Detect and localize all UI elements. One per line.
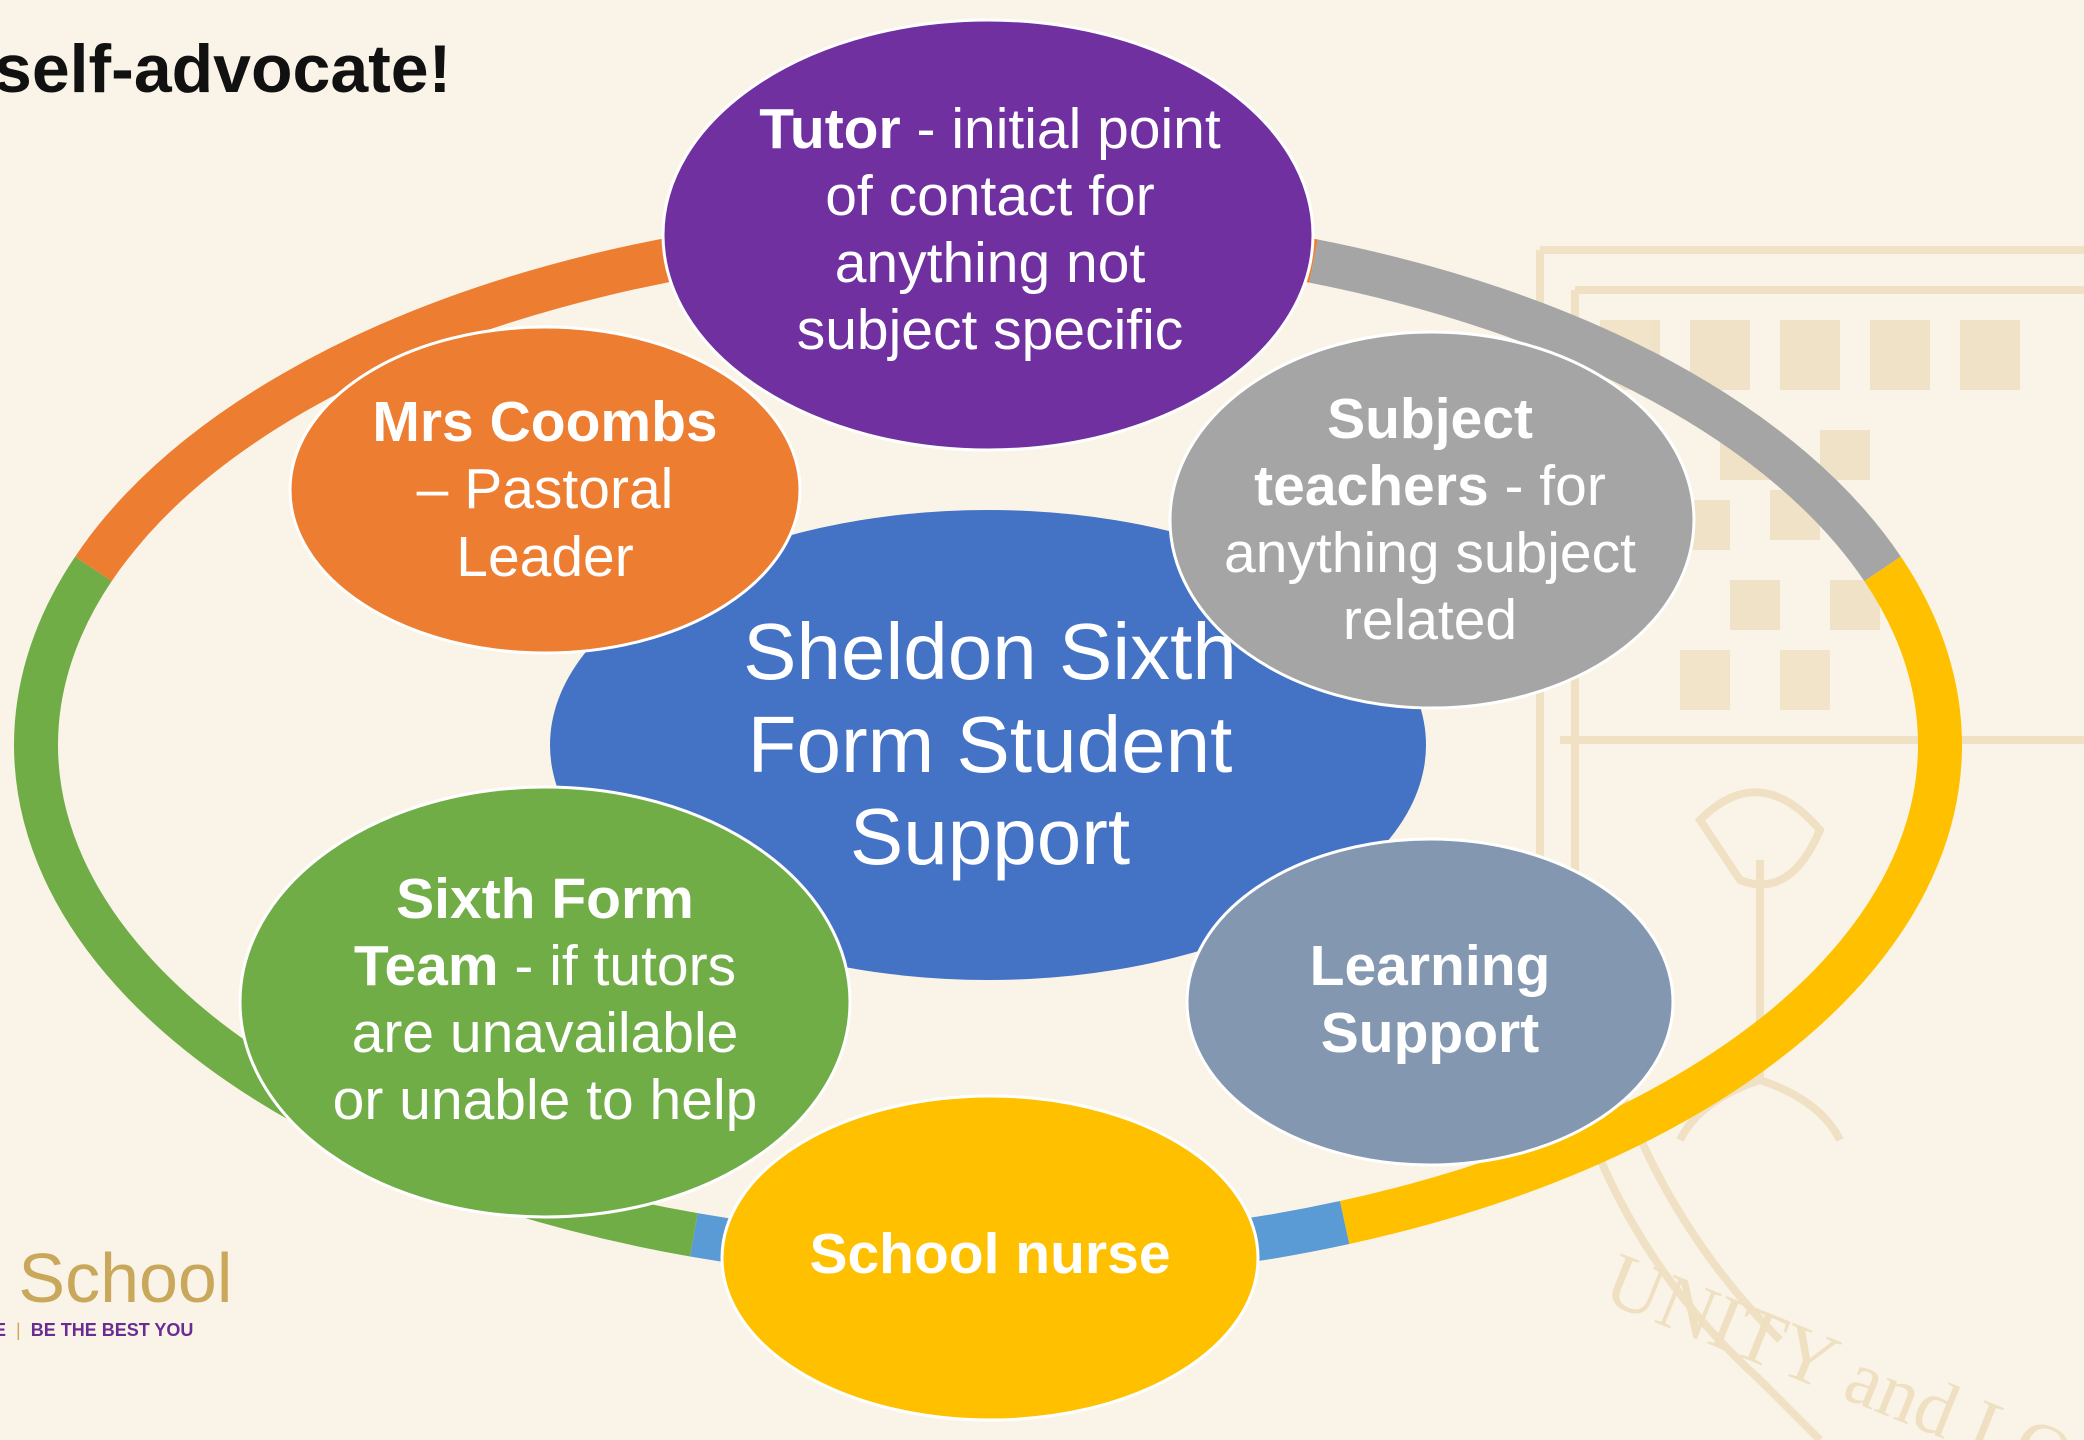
node-label-sixth-form-team: Sixth Form Team - if tutors are unavaila… xyxy=(325,810,765,1190)
ring-segment xyxy=(75,513,143,582)
node-label-school-nurse: School nurse xyxy=(760,1180,1220,1330)
node-title-tutor: Tutor xyxy=(759,96,901,161)
node-title-subject-teachers: Subject teachers xyxy=(1254,386,1533,518)
node-ellipse-sixth-form-team xyxy=(238,785,852,1219)
slide-title: self-advocate! xyxy=(0,31,452,107)
node-ellipse-school-nurse xyxy=(720,1094,1260,1422)
node-desc-tutor: - initial point of contact for anything … xyxy=(796,96,1221,363)
node-ellipse-subject-teachers xyxy=(1168,330,1696,710)
node-desc-subject-teachers: - for anything subject related xyxy=(1224,453,1636,653)
node-title-sixth-form-team: Sixth Form Team xyxy=(353,866,694,998)
ring-segment xyxy=(1309,239,1901,582)
node-ellipse-learning-support xyxy=(1185,837,1675,1167)
node-title-school-nurse: School nurse xyxy=(809,1222,1171,1287)
node-ellipse-mrs-coombs xyxy=(288,325,802,655)
node-desc-mrs-coombs: – Pastoral Leader xyxy=(416,457,674,589)
node-label-mrs-coombs: Mrs Coombs – Pastoral Leader xyxy=(355,370,735,610)
school-logo-tagline: E|BE THE BEST YOU xyxy=(0,1320,193,1341)
node-ellipse-tutor xyxy=(661,18,1315,452)
center-label: Sheldon Sixth Form Student Support xyxy=(700,580,1280,910)
center-label-text: Sheldon Sixth Form Student Support xyxy=(743,606,1237,882)
node-label-learning-support: Learning Support xyxy=(1240,880,1620,1120)
node-title-mrs-coombs: Mrs Coombs xyxy=(372,390,718,455)
tagline-right: BE THE BEST YOU xyxy=(30,1320,194,1340)
school-logo-text: n School xyxy=(0,1239,233,1317)
node-label-tutor: Tutor - initial point of contact for any… xyxy=(740,80,1240,380)
ring-segment xyxy=(1339,556,1962,1244)
tagline-left: E xyxy=(0,1320,7,1340)
node-title-learning-support: Learning Support xyxy=(1309,933,1551,1065)
node-desc-sixth-form-team: - if tutors are unavailable or unable to… xyxy=(332,933,758,1133)
node-label-subject-teachers: Subject teachers - for anything subject … xyxy=(1220,340,1640,700)
